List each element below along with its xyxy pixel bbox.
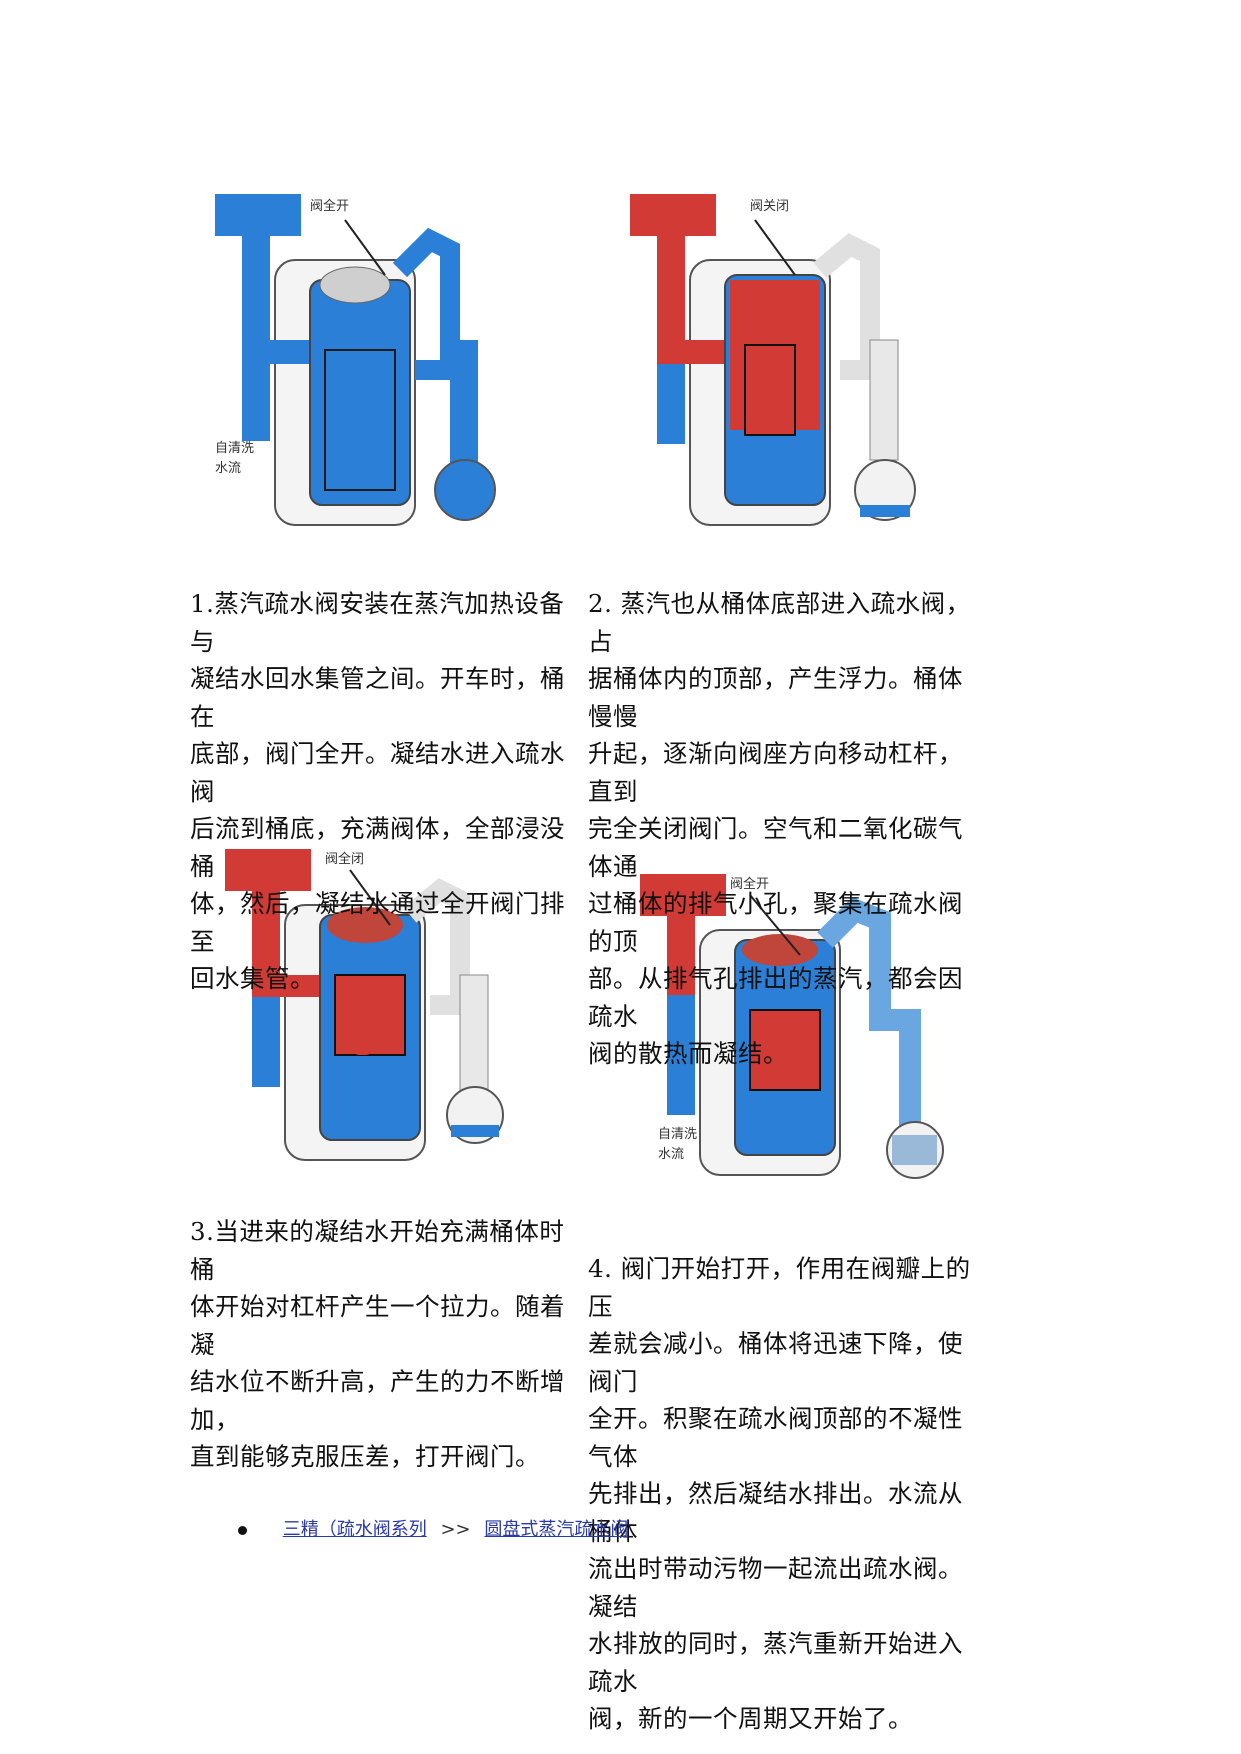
paragraph-step-1: 1.蒸汽疏水阀安装在蒸汽加热设备与 凝结水回水集管之间。开车时，桶在 底部，阀门… [190, 589, 565, 993]
related-links: 三精（疏水阀系列 >> 圆盘式蒸汽疏水阀 [238, 1515, 628, 1541]
paragraph-step-4: 4. 阀门开始打开，作用在阀瓣上的压 差就会减小。桶体将迅速下降，使阀门 全开。… [588, 1254, 971, 1733]
figure-2-label: 阀关闭 [750, 199, 789, 214]
figure-2-valve-closed: 阀关闭 [620, 190, 950, 540]
figure-1-side-label-1: 自清洗 [215, 441, 254, 456]
figure-1-label: 阀全开 [310, 198, 349, 214]
figure-3-valve-closed-filling: 阀全闭 [225, 845, 525, 1175]
figure-4-valve-open-discharge: 阀全开 自清洗 水流 [640, 870, 950, 1190]
link-separator: >> [440, 1519, 471, 1540]
paragraph-step-2: 2. 蒸汽也从桶体底部进入疏水阀，占 据桶体内的顶部，产生浮力。桶体慢慢 升起，… [588, 589, 971, 1068]
figure-1-side-label-2: 水流 [215, 461, 241, 476]
figure-1-valve-open: 阀全开 自清洗 水流 [215, 190, 515, 540]
figure-4-label: 阀全开 [730, 876, 769, 892]
figure-3-label: 阀全闭 [325, 851, 364, 867]
figure-4-side-label-2: 水流 [658, 1147, 684, 1162]
figure-4-side-label-1: 自清洗 [658, 1127, 697, 1142]
link-valve-series[interactable]: 三精（疏水阀系列 [282, 1519, 427, 1540]
bullet-dot [238, 1525, 247, 1535]
paragraph-step-3: 3.当进来的凝结水开始充满桶体时桶 体开始对杠杆产生一个拉力。随着凝 结水位不断… [190, 1217, 565, 1471]
link-disc-steam-trap[interactable]: 圆盘式蒸汽疏水阀 [484, 1519, 629, 1540]
